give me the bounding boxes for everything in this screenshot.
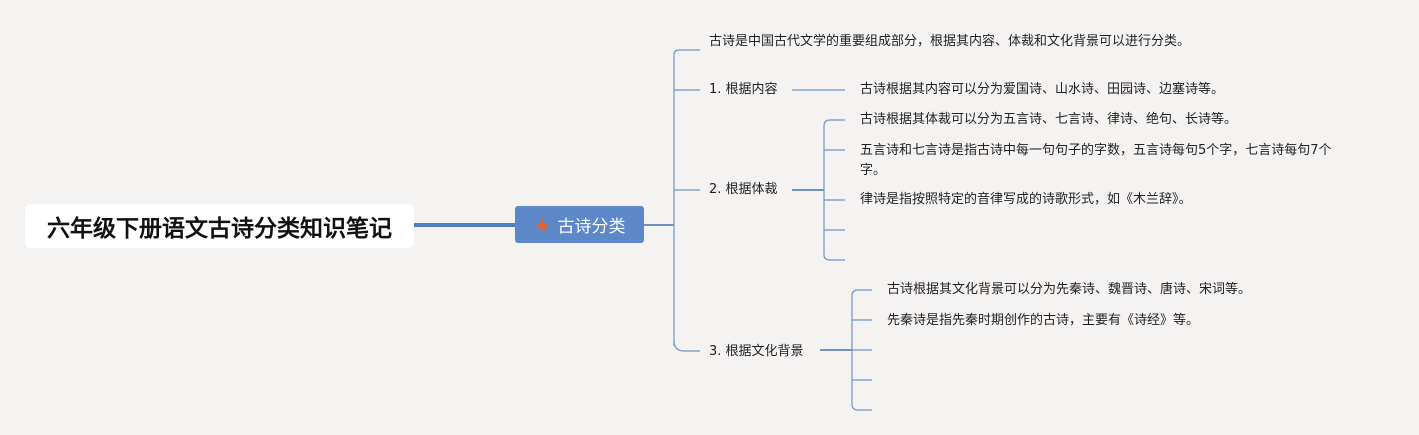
main-topic[interactable]: ★ 古诗分类 [515,206,644,243]
branch-label-culture[interactable]: 3. 根据文化背景 [709,344,804,359]
branch-label-content[interactable]: 1. 根据内容 [709,82,778,97]
intro-connector [673,49,700,56]
note-culture-1[interactable]: 古诗根据其文化背景可以分为先秦诗、魏晋诗、唐诗、宋词等。 [887,282,1252,297]
branch-label-form[interactable]: 2. 根据体裁 [709,182,778,197]
note-form-1[interactable]: 古诗根据其体裁可以分为五言诗、七言诗、律诗、绝句、长诗等。 [860,112,1238,127]
branch3-connector [673,340,700,352]
branch3-top [851,289,872,297]
note-content-1[interactable]: 古诗根据其内容可以分为爱国诗、山水诗、田园诗、边塞诗等。 [860,82,1225,97]
main-topic-label: 古诗分类 [557,217,626,237]
branch3-bottom [851,403,872,411]
root-title: 六年级下册语文古诗分类知识笔记 [47,216,392,242]
star-icon: ★ [533,212,552,237]
note-form-2[interactable]: 五言诗和七言诗是指古诗中每一句句子的字数，五言诗每句5个字，七言诗每句7个字。 [860,143,1332,178]
branch2-bottom [823,254,845,261]
root-topic[interactable]: 六年级下册语文古诗分类知识笔记 [25,204,414,248]
note-form-3[interactable]: 律诗是指按照特定的音律写成的诗歌形式，如《木兰辞》。 [860,192,1192,207]
note-culture-2[interactable]: 先秦诗是指先秦时期创作的古诗，主要有《诗经》等。 [887,313,1200,328]
branch2-top [823,119,845,127]
intro-note[interactable]: 古诗是中国古代文学的重要组成部分，根据其内容、体裁和文化背景可以进行分类。 [709,34,1191,49]
